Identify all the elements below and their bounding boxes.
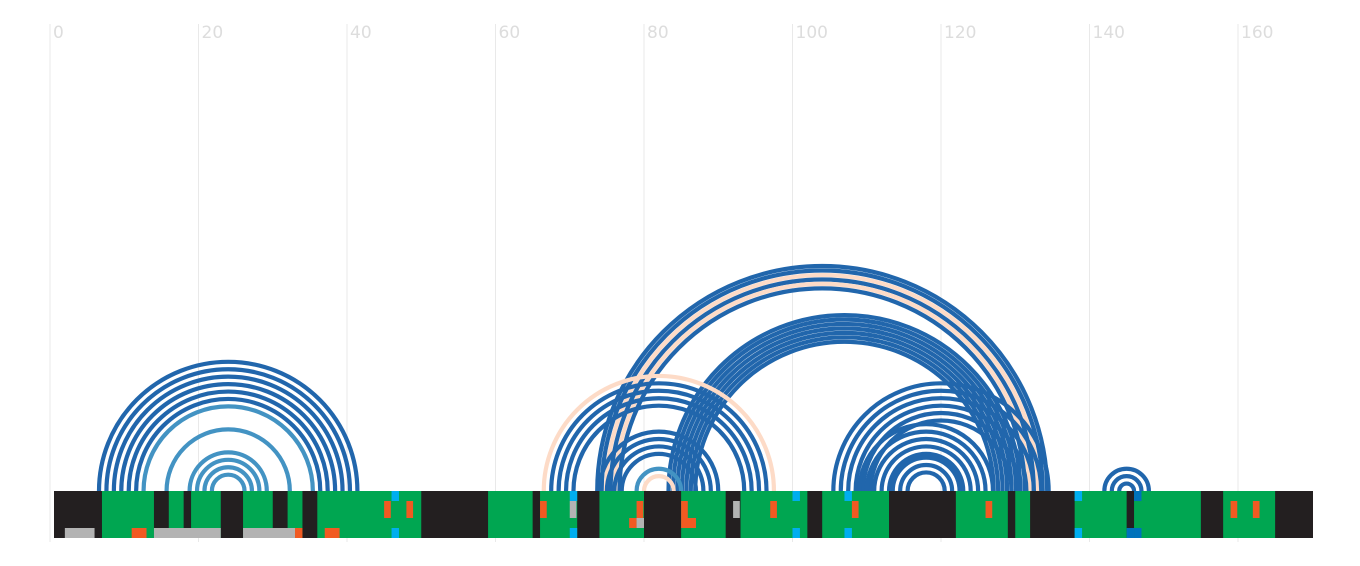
track-mark (1126, 528, 1135, 538)
x-tick-label: 120 (944, 23, 976, 43)
arc (612, 444, 706, 492)
track-mark (1252, 501, 1260, 518)
arc (141, 404, 315, 492)
arc (164, 427, 292, 492)
arc (134, 396, 323, 492)
arc (202, 465, 255, 492)
arc (571, 403, 747, 492)
arc (1102, 466, 1151, 492)
arc (549, 381, 769, 492)
x-tick-label: 0 (53, 23, 64, 43)
arc (104, 367, 353, 492)
track-mark (792, 528, 800, 538)
track-mark (391, 491, 399, 501)
arc (595, 264, 1050, 492)
track-mark (792, 491, 800, 501)
arc (886, 451, 966, 492)
track-mark (243, 528, 296, 538)
track-segment (1074, 491, 1127, 538)
track-mark (985, 501, 993, 518)
track-mark (1134, 491, 1142, 501)
arc (619, 451, 699, 492)
arc (879, 444, 973, 492)
track-mark (324, 528, 340, 538)
track-mark (384, 501, 391, 518)
track-mark (844, 528, 852, 538)
track-mark (636, 518, 644, 528)
arc (126, 389, 330, 492)
track-mark (406, 501, 414, 518)
x-tick-label: 140 (1093, 23, 1125, 43)
arc (597, 429, 721, 492)
track-segment (1134, 491, 1201, 538)
arc (96, 359, 360, 492)
track-mark (64, 528, 95, 538)
track-segment (488, 491, 533, 538)
arc (209, 472, 247, 492)
track-segment (168, 491, 184, 538)
arc (541, 374, 777, 492)
arc (831, 381, 1051, 492)
arc (563, 396, 754, 492)
track-mark (733, 501, 740, 518)
arc (838, 388, 1044, 492)
track-mark (153, 528, 221, 538)
arc (617, 286, 1027, 492)
arc (864, 429, 988, 492)
arc (641, 474, 676, 492)
tick-label-layer: 0 20 40 60 80 100 120 140 160 (53, 23, 1273, 43)
arc (860, 411, 1022, 492)
track-mark (1230, 501, 1238, 518)
grid-layer (49, 24, 1239, 542)
track-mark (540, 501, 547, 518)
track-segment (681, 491, 726, 538)
track-mark (770, 501, 777, 518)
x-tick-label: 20 (202, 23, 224, 43)
arc (898, 462, 955, 492)
track-mark (569, 528, 578, 538)
arc (857, 422, 996, 492)
track-mark (1134, 528, 1142, 538)
x-tick-label: 80 (647, 23, 669, 43)
track-mark (681, 501, 688, 518)
arc (890, 455, 962, 492)
track-mark (391, 528, 399, 538)
arc (556, 388, 762, 492)
arc (1109, 474, 1144, 492)
arc (872, 436, 981, 492)
arc (853, 403, 1029, 492)
track-mark (1074, 528, 1083, 538)
track-segment (287, 491, 303, 538)
arc (187, 450, 269, 492)
arc (194, 457, 262, 492)
arc (111, 374, 345, 492)
track-mark (629, 518, 637, 528)
track-segment (955, 491, 1008, 538)
track-mark (636, 501, 644, 518)
track-mark (569, 501, 577, 518)
track-mark (131, 528, 147, 538)
x-tick-label: 100 (796, 23, 828, 43)
arc (604, 436, 713, 492)
arc (604, 272, 1041, 492)
arc (119, 382, 338, 492)
arc (905, 470, 947, 492)
track-mark (851, 501, 859, 518)
arc (634, 466, 684, 492)
arc (846, 396, 1036, 492)
sequence-track (54, 491, 1313, 538)
track-mark (844, 491, 852, 501)
x-tick-label: 160 (1241, 23, 1273, 43)
track-mark (569, 491, 578, 501)
track-mark (1074, 491, 1083, 501)
track-mark (681, 518, 696, 528)
arc-layer (96, 264, 1151, 492)
track-mark (295, 528, 303, 538)
track-segment (1015, 491, 1031, 538)
x-tick-label: 60 (499, 23, 521, 43)
x-tick-label: 40 (350, 23, 372, 43)
arc (1117, 481, 1137, 492)
